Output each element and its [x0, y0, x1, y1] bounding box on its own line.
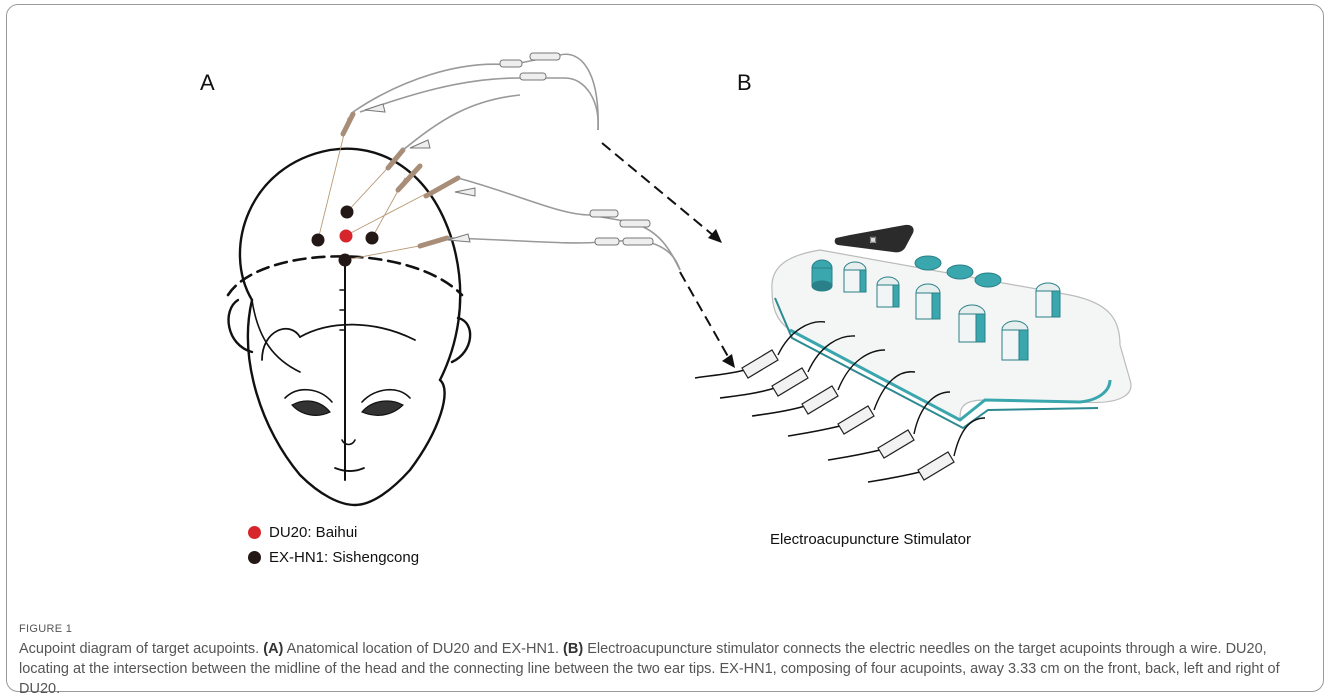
legend-label: EX-HN1: Sishengcong: [269, 549, 419, 566]
connection-arrows: [602, 143, 730, 360]
caption-intro: Acupoint diagram of target acupoints.: [19, 641, 263, 657]
point-du20: [340, 230, 353, 243]
svg-text:▣: ▣: [869, 235, 877, 244]
arrow-head-upper: [708, 229, 722, 243]
red-dot-icon: [248, 526, 261, 539]
head-drawing: [228, 149, 470, 505]
arrow-head-lower: [722, 354, 735, 368]
panel-label-a: A: [200, 70, 215, 96]
point-ex-hn1-left: [312, 234, 325, 247]
black-dot-icon: [248, 551, 261, 564]
caption-text-a: Anatomical location of DU20 and EX-HN1.: [283, 641, 563, 657]
panel-label-b: B: [737, 70, 752, 96]
caption-tag-b: (B): [563, 641, 583, 657]
figure-label: FIGURE 1: [19, 623, 72, 635]
legend-item-ex-hn1: EX-HN1: Sishengcong: [248, 549, 419, 566]
point-ex-hn1-front: [341, 206, 354, 219]
legend-item-du20: DU20: Baihui: [248, 524, 357, 541]
needles: [318, 114, 458, 260]
legend-label: DU20: Baihui: [269, 524, 357, 541]
figure-caption: Acupoint diagram of target acupoints. (A…: [19, 639, 1314, 699]
point-ex-hn1-back: [339, 254, 352, 267]
point-ex-hn1-right: [366, 232, 379, 245]
caption-tag-a: (A): [263, 641, 283, 657]
device-caption: Electroacupuncture Stimulator: [770, 531, 971, 548]
